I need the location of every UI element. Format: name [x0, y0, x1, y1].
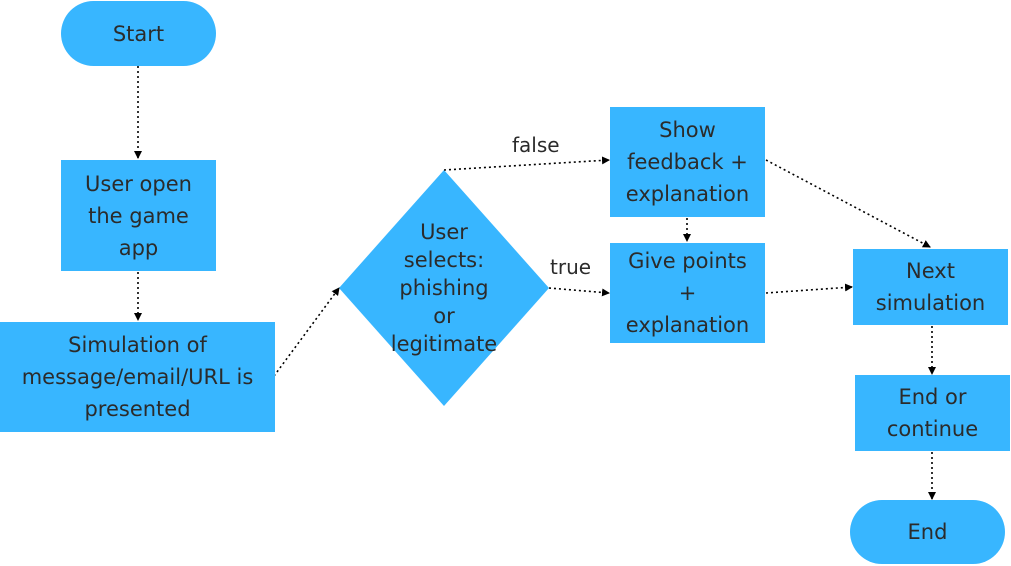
connector-feedback-to-next: [765, 159, 931, 248]
decision-node-text: User selects: phishing or legitimate: [390, 220, 498, 356]
next-simulation-node: Next simulation: [853, 249, 1008, 325]
end-or-continue-node: End or continue: [855, 375, 1010, 451]
open-app-node: User open the game app: [61, 160, 216, 271]
end-node: End: [850, 500, 1005, 564]
edge-label-false: false: [512, 133, 560, 157]
decision-diamond: [339, 170, 549, 406]
connector-simulation-to-decision: [273, 287, 340, 377]
start-node: Start: [61, 1, 216, 66]
simulation-node: Simulation of message/email/URL is prese…: [0, 322, 275, 432]
connector-decision-to-points: [548, 287, 610, 297]
feedback-node: Show feedback + explanation: [610, 107, 765, 217]
connector-decision-to-feedback: [443, 156, 610, 171]
points-node: Give points + explanation: [610, 243, 765, 343]
edge-label-true: true: [550, 255, 592, 279]
connector-points-to-next: [765, 283, 853, 294]
